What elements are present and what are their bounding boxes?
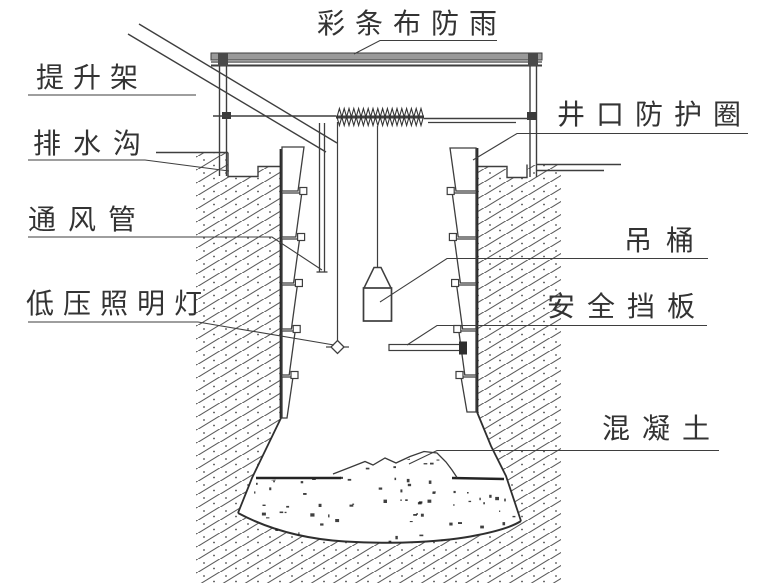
label-lifting-frame: 提升架 [36, 63, 148, 94]
right-wall-lining-segments [446, 147, 477, 413]
label-ventilation-pipe: 通风管 [28, 205, 149, 236]
low-voltage-lamp [326, 122, 349, 355]
ventilation-pipe [316, 123, 328, 273]
label-hanging-bucket: 吊桶 [624, 226, 709, 257]
leader-safety-baffle [406, 324, 707, 346]
rope-coil [336, 106, 424, 128]
leader-ventilation-pipe [28, 236, 323, 271]
concrete-surface-right [451, 476, 505, 481]
label-rain-cover: 彩条布防雨 [317, 9, 508, 40]
label-drainage-ditch: 排水沟 [33, 129, 154, 160]
leader-wellhead-guard-ring [472, 132, 748, 161]
leader-rain-cover [353, 39, 497, 55]
leader-lines [28, 39, 748, 465]
leader-concrete [408, 449, 719, 465]
label-low-voltage-lamp: 低压照明灯 [26, 289, 212, 320]
drain-channel-left [227, 152, 282, 178]
label-safety-baffle: 安全挡板 [547, 292, 708, 323]
wellhead-ground-lines [156, 151, 621, 179]
drain-channel-right [477, 164, 528, 179]
concrete-mound-surface [332, 450, 458, 478]
lifting-frame-beams [127, 23, 338, 153]
label-concrete: 混凝土 [602, 414, 723, 445]
label-wellhead-guard-ring: 井口防护圈 [557, 100, 753, 131]
soil-earth-hatch [196, 153, 561, 583]
head-beam [213, 115, 533, 124]
leader-drainage-ditch [28, 159, 230, 172]
right-post [527, 53, 538, 177]
shaft-bell-outline [237, 411, 522, 544]
leader-hanging-bucket [379, 257, 708, 303]
lamp-symbol [330, 339, 345, 355]
rain-cover-roof [210, 52, 543, 67]
left-wall-lining-segments [281, 146, 308, 419]
safety-baffle-plank [388, 341, 467, 355]
hanging-bucket [362, 266, 393, 322]
leader-low-voltage-lamp [28, 321, 335, 346]
concrete-speckle-texture [242, 453, 518, 544]
concrete-fill [242, 450, 518, 544]
